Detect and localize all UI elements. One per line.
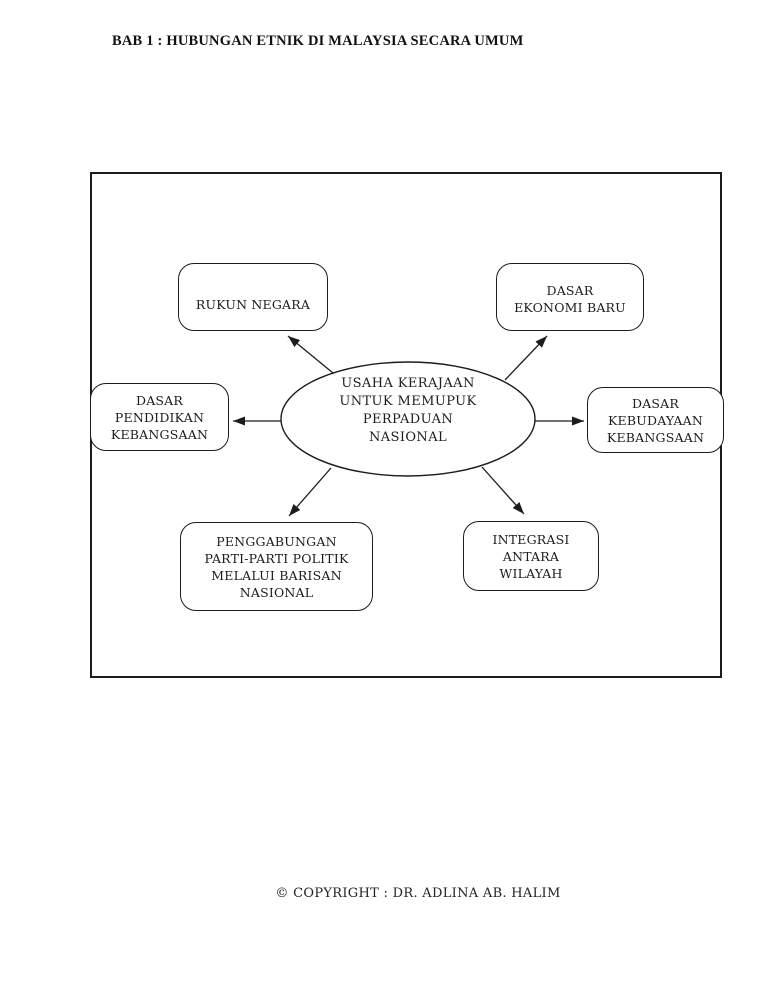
center-ellipse-shape [280,361,536,477]
node-rukun-negara: RUKUN NEGARA [178,263,328,331]
arrow-to-penggabungan-parti [288,467,332,517]
node-label: INTEGRASI ANTARA WILAYAH [492,531,570,581]
node-label: RUKUN NEGARA [195,296,311,312]
footer-copyright: © COPYRIGHT : DR. ADLINA AB. HALIM [275,886,561,901]
page-title: BAB 1 : HUBUNGAN ETNIK DI MALAYSIA SECAR… [112,33,524,49]
node-penggabungan-parti-parti-politik: PENGGABUNGAN PARTI-PARTI POLITIK MELALUI… [180,522,373,611]
node-label: DASAR PENDIDIKAN KEBANGSAAN [110,392,209,442]
node-dasar-ekonomi-baru: DASAR EKONOMI BARU [496,263,644,331]
center-node-usaha-kerajaan: USAHA KERAJAAN UNTUK MEMUPUK PERPADUAN N… [281,362,535,476]
diagram-frame: USAHA KERAJAAN UNTUK MEMUPUK PERPADUAN N… [90,172,724,678]
arrow-to-dasar-ekonomi-baru [504,335,548,381]
node-label: PENGGABUNGAN PARTI-PARTI POLITIK MELALUI… [204,533,349,600]
center-node-label: USAHA KERAJAAN UNTUK MEMUPUK PERPADUAN N… [339,376,477,445]
node-label: DASAR KEBUDAYAAN KEBANGSAAN [606,395,705,445]
arrow-to-integrasi-antara-wilayah [481,466,525,515]
arrow-to-rukun-negara [287,335,334,374]
diagram-canvas [233,335,584,517]
node-integrasi-antara-wilayah: INTEGRASI ANTARA WILAYAH [463,521,599,591]
node-label: DASAR EKONOMI BARU [514,283,626,315]
node-dasar-kebudayaan-kebangsaan: DASAR KEBUDAYAAN KEBANGSAAN [587,387,724,453]
node-dasar-pendidikan-kebangsaan: DASAR PENDIDIKAN KEBANGSAAN [90,383,229,451]
